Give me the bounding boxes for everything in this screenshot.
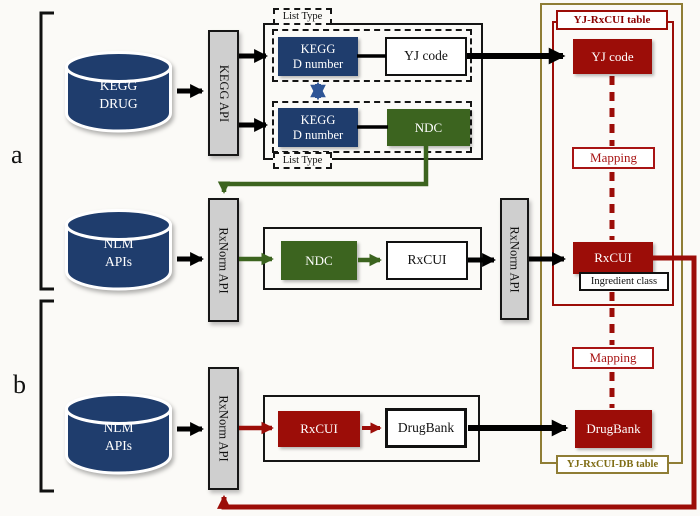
list-type-label-top: List Type: [273, 8, 332, 25]
kegg-d-number-box-bottom: KEGG D number: [278, 108, 358, 147]
mapping-box-lower: Mapping: [572, 347, 654, 369]
rxnorm-api-label: RxNorm API: [217, 226, 232, 294]
kegg-d-number-box-top: KEGG D number: [278, 37, 358, 76]
mapping-box-upper: Mapping: [572, 147, 655, 169]
nlm-apis-database-b: NLM APIs: [62, 392, 175, 480]
section-b-bracket: [39, 299, 54, 493]
ndc-box-mid: NDC: [281, 241, 357, 280]
database-cylinder-icon: [65, 51, 172, 133]
ndc-box-top: NDC: [387, 109, 470, 146]
database-cylinder-icon: [65, 209, 172, 291]
rxcui-box-white: RxCUI: [386, 241, 468, 280]
rxnorm-api-box-mid: RxNorm API: [500, 198, 529, 320]
rxcui-box-red: RxCUI: [573, 242, 653, 274]
nlm-apis-label: NLM APIs: [103, 236, 134, 269]
drugbank-box-red: DrugBank: [575, 410, 652, 448]
kegg-drug-database: KEGG DRUG: [62, 50, 175, 138]
list-type-label-bottom: List Type: [273, 152, 332, 169]
yj-rxcui-table-title: YJ-RxCUI table: [556, 10, 668, 30]
rxnorm-api-label: RxNorm API: [217, 395, 232, 462]
yj-rxcui-db-table-title: YJ-RxCUI-DB table: [556, 455, 669, 474]
drugbank-box-white: DrugBank: [385, 408, 467, 448]
section-b-label: b: [13, 370, 26, 399]
kegg-api-label: KEGG API: [217, 64, 232, 122]
section-a-bracket: [39, 11, 54, 291]
section-a-label: a: [11, 140, 23, 169]
yj-code-box-red: YJ code: [573, 39, 652, 74]
rxnorm-api-box-b: RxNorm API: [208, 367, 239, 490]
nlm-apis-label: NLM APIs: [103, 420, 134, 453]
nlm-apis-database-a: NLM APIs: [62, 208, 175, 296]
yj-code-box-white: YJ code: [385, 37, 467, 76]
rxcui-box-red-b: RxCUI: [278, 411, 360, 447]
database-cylinder-icon: [65, 393, 172, 475]
kegg-drug-label: KEGG DRUG: [99, 78, 138, 111]
ingredient-class-box: Ingredient class: [579, 272, 669, 291]
kegg-api-box: KEGG API: [208, 30, 239, 156]
rxnorm-api-label: RxNorm API: [508, 225, 523, 293]
rxnorm-api-box-a: RxNorm API: [208, 198, 239, 322]
